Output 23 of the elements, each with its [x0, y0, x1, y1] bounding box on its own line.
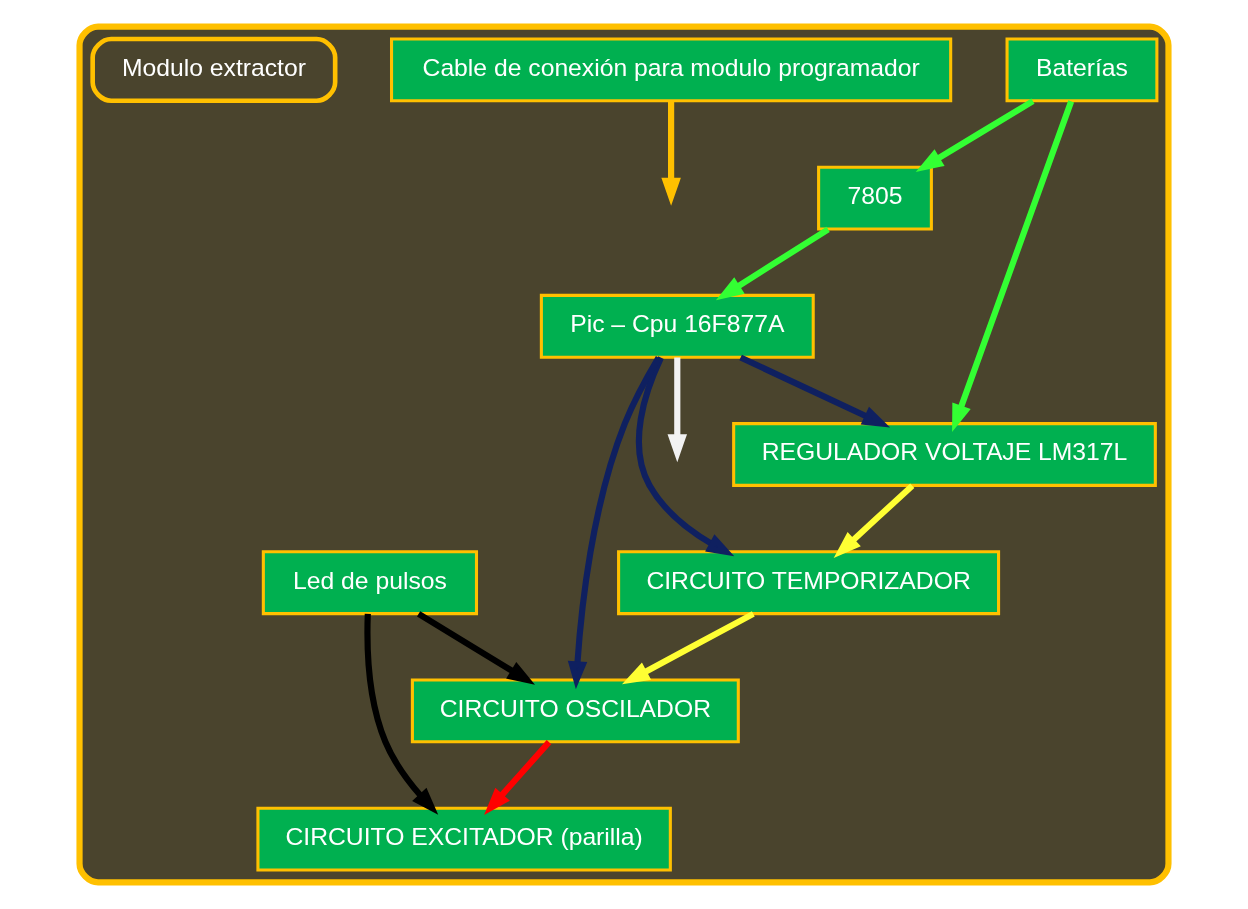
- arrow: [667, 357, 688, 463]
- node-box: CIRCUITO OSCILADOR: [410, 678, 740, 744]
- node-box: CIRCUITO TEMPORIZADOR: [617, 550, 1001, 616]
- node-box: CIRCUITO EXCITADOR (parilla): [256, 806, 672, 872]
- node-box: Baterías: [1005, 37, 1159, 103]
- arrow: [364, 613, 439, 815]
- arrow: [621, 611, 755, 685]
- arrow: [915, 98, 1035, 172]
- arrow: [417, 611, 535, 685]
- node-box: Pic – Cpu 16F877A: [539, 293, 815, 359]
- cluster: [76, 23, 1172, 886]
- node-box: 7805: [817, 165, 933, 231]
- arrow: [833, 483, 915, 559]
- arrow: [484, 740, 552, 816]
- node-box: Cable de conexión para modulo programador: [390, 37, 953, 103]
- arrow: [661, 101, 681, 206]
- node-box: REGULADOR VOLTAJE LM317L: [732, 422, 1157, 487]
- arrow: [739, 354, 891, 428]
- node-box: Led de pulsos: [261, 550, 479, 616]
- arrow: [715, 226, 830, 301]
- arrow: [952, 100, 1075, 432]
- node-box: Modulo extractor: [90, 36, 338, 104]
- arrow: [635, 356, 735, 557]
